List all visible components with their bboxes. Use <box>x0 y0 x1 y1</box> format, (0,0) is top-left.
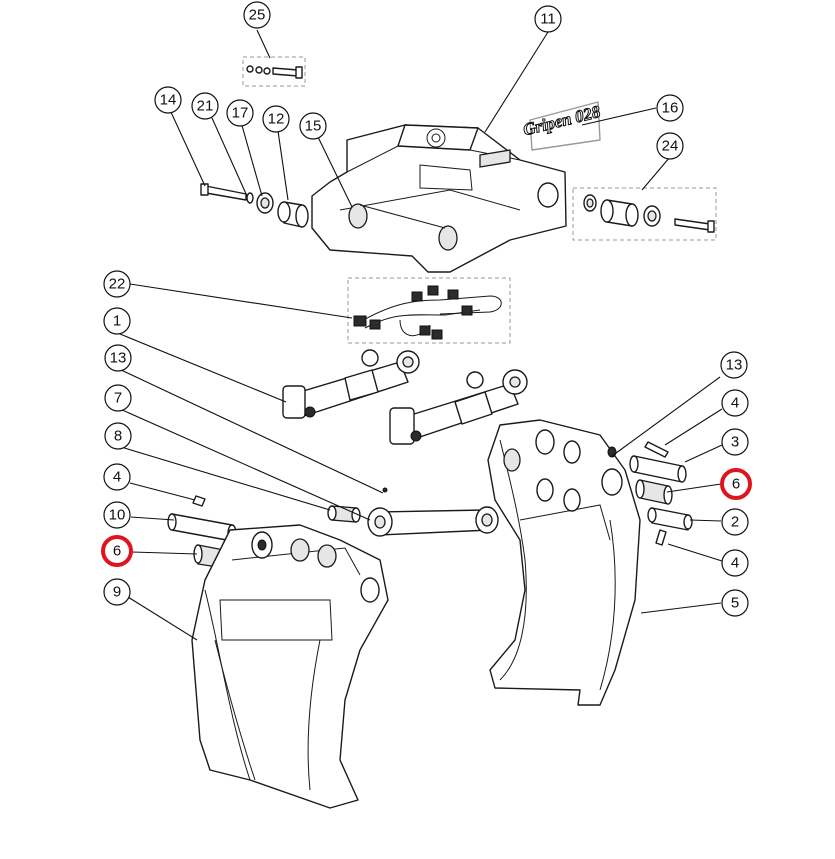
kit-box-22 <box>347 277 511 344</box>
svg-text:17: 17 <box>232 105 249 122</box>
callout-15: 15 <box>299 112 327 140</box>
callout-21: 21 <box>191 92 219 120</box>
callout-24: 24 <box>656 132 684 160</box>
bushing-17 <box>256 192 274 214</box>
kit-box-25 <box>242 56 306 87</box>
svg-text:12: 12 <box>268 111 285 128</box>
svg-text:11: 11 <box>540 11 556 28</box>
kit-box-24 <box>572 187 717 241</box>
svg-text:25: 25 <box>249 7 266 24</box>
grapple-jaw-9 <box>191 524 389 809</box>
bolt-kit-25 <box>246 65 303 79</box>
callout-4-bottom: 4 <box>721 549 749 577</box>
svg-text:21: 21 <box>197 98 214 115</box>
svg-text:24: 24 <box>662 138 679 155</box>
callout-11: 11 <box>534 5 562 33</box>
svg-text:7: 7 <box>114 390 122 407</box>
svg-text:14: 14 <box>160 92 177 109</box>
bushing-6-right <box>635 479 673 505</box>
callout-6-left: 6 <box>101 535 133 567</box>
main-frame-11 <box>311 124 567 273</box>
link-arm-7 <box>367 506 499 537</box>
cylinder-1-right <box>389 369 528 445</box>
callout-5: 5 <box>721 589 749 617</box>
bushing-kit-24 <box>583 194 715 233</box>
callout-3: 3 <box>721 428 749 456</box>
callout-25: 25 <box>243 1 271 29</box>
leader-lines <box>118 29 723 641</box>
svg-text:13: 13 <box>726 357 743 374</box>
callout-12: 12 <box>262 105 290 133</box>
callout-2: 2 <box>721 508 749 536</box>
shaft-2 <box>647 507 693 531</box>
svg-text:6: 6 <box>732 476 740 493</box>
svg-text:4: 4 <box>113 469 121 486</box>
callout-4-left: 4 <box>103 463 131 491</box>
callout-7: 7 <box>104 384 132 412</box>
pin-14 <box>200 183 247 201</box>
svg-text:16: 16 <box>662 100 679 117</box>
svg-text:10: 10 <box>109 507 126 524</box>
svg-text:2: 2 <box>731 514 739 531</box>
svg-text:15: 15 <box>305 118 322 135</box>
callout-9: 9 <box>103 578 131 606</box>
bushing-8 <box>327 505 361 523</box>
svg-text:1: 1 <box>113 313 121 330</box>
svg-text:5: 5 <box>731 595 739 612</box>
callout-8: 8 <box>104 422 132 450</box>
sleeve-12 <box>277 201 309 228</box>
callout-6-right: 6 <box>720 468 752 500</box>
shaft-3 <box>629 455 687 483</box>
svg-text:4: 4 <box>731 395 739 412</box>
cylinder-1-left <box>282 349 420 419</box>
callout-13-left: 13 <box>104 344 132 372</box>
spring-pin-4-left <box>192 495 206 507</box>
svg-text:6: 6 <box>113 543 121 560</box>
svg-text:8: 8 <box>114 428 122 445</box>
callout-22: 22 <box>103 270 131 298</box>
callout-1: 1 <box>103 307 131 335</box>
grapple-jaw-5 <box>487 419 641 706</box>
callout-4-top: 4 <box>721 389 749 417</box>
callout-13-right: 13 <box>720 351 748 379</box>
svg-text:22: 22 <box>109 276 126 293</box>
spring-pin-4-bottom <box>655 529 667 546</box>
spring-pin-4-top <box>644 441 669 458</box>
callout-16: 16 <box>656 94 684 122</box>
svg-text:9: 9 <box>113 584 121 601</box>
svg-text:3: 3 <box>731 434 739 451</box>
callout-17: 17 <box>226 99 254 127</box>
hose-kit-22 <box>353 285 502 340</box>
svg-text:4: 4 <box>731 555 739 572</box>
callout-14: 14 <box>154 86 182 114</box>
grease-nipple-13 <box>382 487 388 493</box>
logo-decal-16: Gripen 028 <box>521 101 603 151</box>
washer-21 <box>246 192 254 204</box>
callout-10: 10 <box>103 501 131 529</box>
svg-text:13: 13 <box>110 350 127 367</box>
